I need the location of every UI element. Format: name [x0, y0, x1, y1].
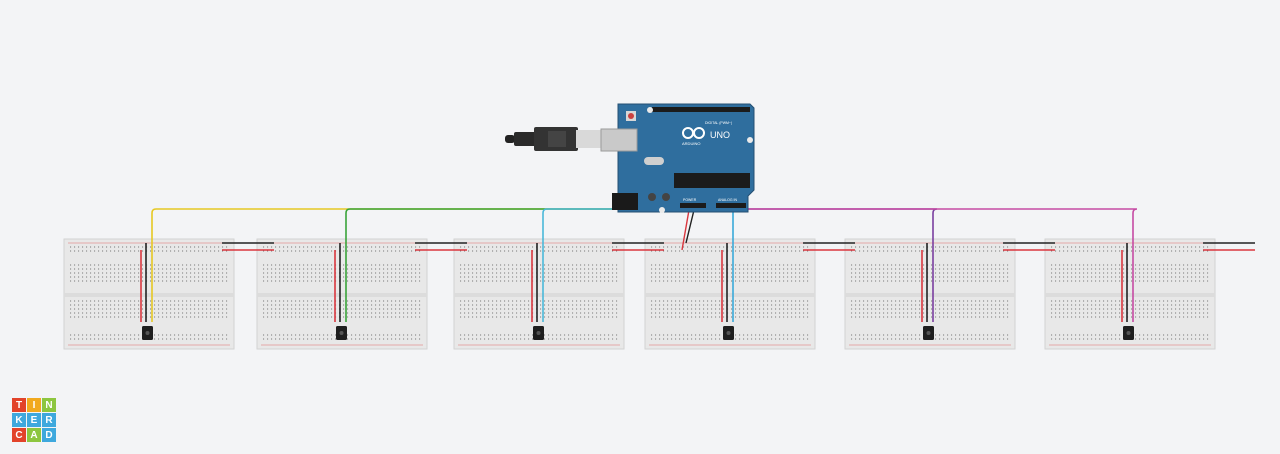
breadboard-6[interactable] [1044, 238, 1216, 350]
breadboard-4[interactable] [644, 238, 816, 350]
power-rail-jumper[interactable] [415, 242, 467, 251]
sensor-power-wires[interactable] [721, 243, 728, 322]
power-rail-jumper[interactable] [612, 242, 664, 251]
power-rail-jumper[interactable] [1203, 242, 1255, 251]
power-rail-jumper[interactable] [222, 242, 274, 251]
analog-header [716, 203, 746, 208]
power-jack [612, 193, 638, 210]
logo-letter: D [42, 428, 56, 442]
brand-label: ARDUINO [682, 141, 700, 146]
arduino-power-wires[interactable] [681, 209, 695, 251]
atmega-chip [674, 173, 750, 188]
logo-letter: E [27, 413, 41, 427]
logo-letter: R [42, 413, 56, 427]
power-header [680, 203, 706, 208]
usb-cable[interactable] [505, 127, 604, 151]
signal-wire[interactable] [345, 208, 706, 322]
digital-header [652, 107, 750, 112]
sensor-power-wires[interactable] [334, 243, 341, 322]
logo-letter: A [27, 428, 41, 442]
digital-label: DIGITAL (PWM~) [705, 121, 732, 125]
sensor-power-wires[interactable] [921, 243, 928, 322]
power-rail-jumper[interactable] [803, 242, 855, 251]
breadboard-2[interactable] [256, 238, 428, 350]
breadboard-3[interactable] [453, 238, 625, 350]
logo-letter: N [42, 398, 56, 412]
power-label: POWER [683, 198, 697, 202]
arduino-uno-board[interactable]: UNO ARDUINO DIGITAL (PWM~) POWER ANALOG … [600, 103, 755, 213]
sensor-power-wires[interactable] [531, 243, 538, 322]
breadboard-5[interactable] [844, 238, 1016, 350]
analog-label: ANALOG IN [718, 198, 738, 202]
uno-label: UNO [710, 130, 730, 140]
usb-port [600, 128, 638, 152]
logo-letter: C [12, 428, 26, 442]
signal-wire[interactable] [542, 208, 711, 322]
logo-letter: T [12, 398, 26, 412]
power-rail-jumper[interactable] [1003, 242, 1055, 251]
infinity-logo [682, 127, 705, 139]
sensor-power-wires[interactable] [1121, 243, 1128, 322]
sensor-power-wires[interactable] [140, 243, 147, 322]
signal-wire[interactable] [151, 208, 701, 322]
breadboard-1[interactable] [63, 238, 235, 350]
logo-letter: I [27, 398, 41, 412]
signal-wire[interactable] [724, 208, 1138, 322]
logo-letter: K [12, 413, 26, 427]
